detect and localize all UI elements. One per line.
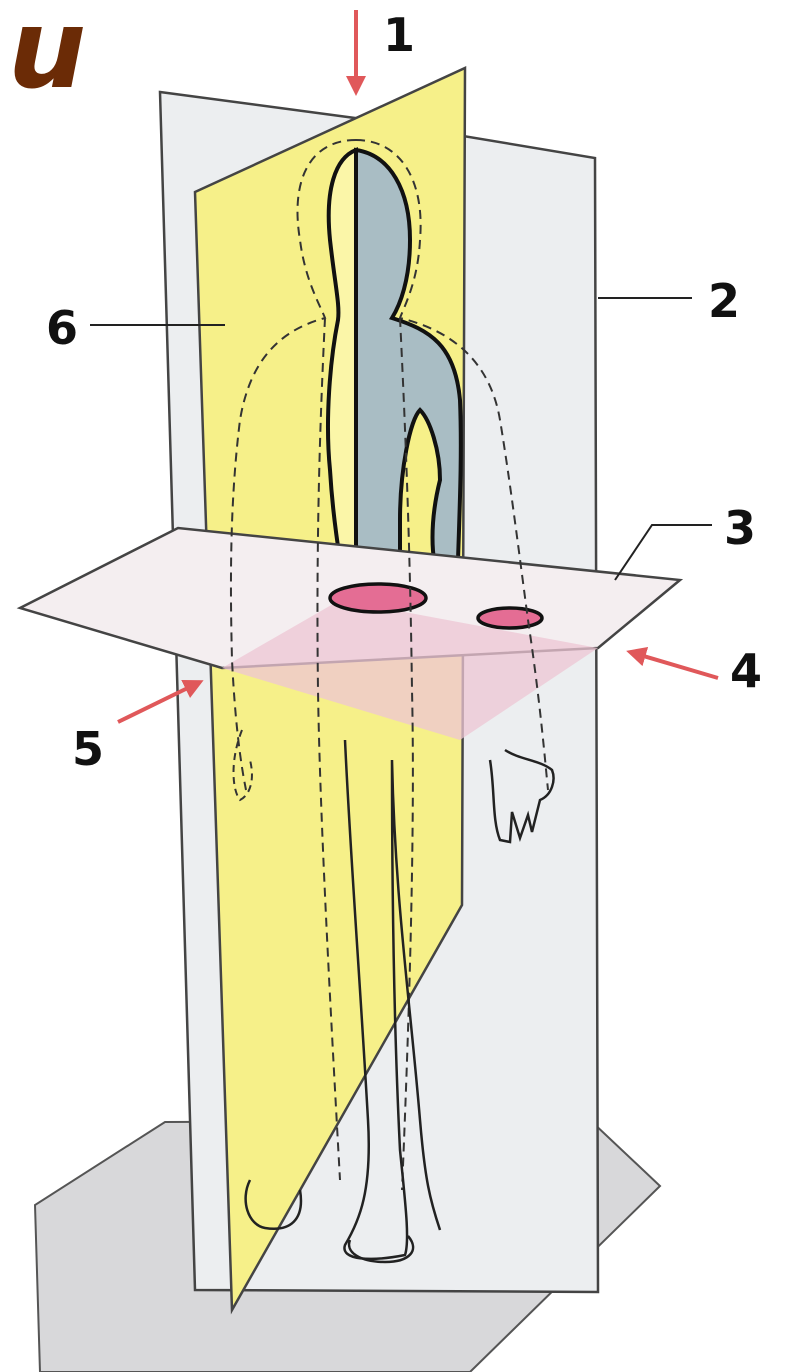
label-6: 6 — [46, 305, 78, 351]
label-2: 2 — [708, 278, 740, 324]
trunk-cut-section — [330, 584, 426, 612]
leader-3 — [615, 525, 712, 580]
label-4: 4 — [730, 648, 762, 694]
arrow-4 — [630, 652, 718, 678]
arm-cut-section — [478, 608, 542, 628]
label-1: 1 — [383, 12, 415, 58]
page-heading: u — [8, 0, 86, 104]
label-3: 3 — [724, 505, 756, 551]
label-5: 5 — [72, 726, 104, 772]
